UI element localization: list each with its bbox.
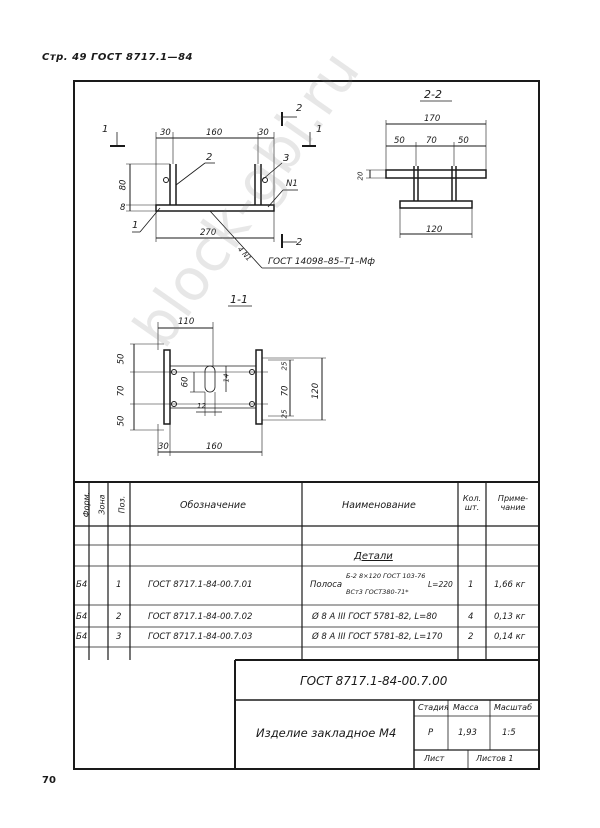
dim-8: 8 — [120, 203, 126, 213]
s22-dim-120: 120 — [426, 225, 443, 235]
title-block-code: ГОСТ 8717.1-84-00.7.00 — [300, 674, 448, 688]
s11-dim-25b: 25 — [280, 409, 289, 419]
section-mark-1-right: 1 — [316, 124, 323, 135]
col-pos: Поз. — [117, 495, 127, 514]
row1-name-top: Б-2 8×120 ГОСТ 103-76 — [346, 572, 426, 580]
s22-dim-50b: 50 — [458, 136, 469, 146]
callout-2: 2 — [206, 152, 213, 163]
s22-dim-50a: 50 — [394, 136, 405, 146]
section-mark-2-bottom: 2 — [296, 237, 303, 248]
row3-designation: ГОСТ 8717.1-84-00.7.03 — [148, 632, 253, 642]
row2-designation: ГОСТ 8717.1-84-00.7.02 — [148, 612, 253, 622]
drawing-frame — [73, 80, 540, 770]
spec-table-grid — [73, 481, 540, 770]
title-block-mass-label: Масса — [453, 703, 479, 712]
page-number: 70 — [42, 775, 56, 786]
col-note: Приме-чание — [497, 494, 529, 512]
s11-dim-110: 110 — [178, 317, 195, 327]
title-block-product: Изделие закладное М4 — [256, 726, 397, 740]
callout-3: 3 — [283, 153, 290, 164]
row1-pos: 1 — [116, 580, 122, 590]
row3-pos: 3 — [116, 632, 122, 642]
row3-qty: 2 — [468, 632, 474, 642]
dim-30b: 30 — [258, 128, 269, 138]
title-block-sheet-label: Лист — [424, 754, 445, 763]
dim-80: 80 — [118, 179, 129, 191]
s22-dim-20: 20 — [356, 171, 365, 181]
title-block-scale: 1:5 — [502, 728, 516, 738]
s11-dim-120: 120 — [311, 382, 322, 400]
s11-dim-70r: 70 — [280, 385, 291, 397]
row1-format: Б4 — [76, 580, 88, 590]
col-designation: Обозначение — [180, 500, 246, 511]
col-qty: Кол. шт. — [462, 494, 482, 512]
s11-dim-160: 160 — [206, 442, 223, 452]
s11-dim-14: 14 — [222, 373, 231, 383]
section-2-2 — [366, 100, 487, 238]
s11-dim-50a: 50 — [116, 353, 127, 365]
row2-pos: 2 — [116, 612, 122, 622]
row2-name: Ø 8 А III ГОСТ 5781-82, L=80 — [312, 612, 438, 622]
row3-name: Ø 8 А III ГОСТ 5781-82, L=170 — [312, 632, 443, 642]
row1-name-suffix: L=220 — [428, 580, 453, 589]
col-name: Наименование — [342, 500, 416, 511]
section-1-1 — [130, 305, 326, 456]
dim-30a: 30 — [160, 128, 171, 138]
s11-dim-50b: 50 — [116, 415, 127, 427]
row2-note: 0,13 кг — [494, 612, 526, 622]
dim-270: 270 — [200, 228, 217, 238]
title-block-scale-label: Масштаб — [494, 703, 533, 712]
row2-format: Б4 — [76, 612, 88, 622]
s11-dim-25a: 25 — [280, 361, 289, 371]
callout-1: 1 — [132, 220, 139, 231]
section-mark-2-top: 2 — [296, 103, 303, 114]
title-block-stage: Р — [428, 728, 434, 738]
col-zone: Зона — [97, 494, 107, 515]
callout-n1: N1 — [286, 179, 298, 189]
s11-dim-30: 30 — [158, 442, 169, 452]
s22-dim-70: 70 — [426, 136, 437, 146]
section-details-title: Детали — [354, 551, 393, 562]
front-view — [110, 112, 350, 269]
s11-dim-60: 60 — [180, 376, 191, 388]
dim-160: 160 — [206, 128, 223, 138]
row1-designation: ГОСТ 8717.1-84-00.7.01 — [148, 580, 253, 590]
section-1-1-title: 1-1 — [230, 293, 248, 306]
s11-dim-12: 12 — [197, 402, 206, 410]
title-block-stage-label: Стадия — [418, 703, 449, 712]
row3-note: 0,14 кг — [494, 632, 526, 642]
s22-dim-170: 170 — [424, 114, 441, 124]
row1-qty: 1 — [468, 580, 474, 590]
row1-note: 1,66 кг — [494, 580, 526, 590]
page-header: Стр. 49 ГОСТ 8717.1—84 — [42, 52, 193, 63]
row3-format: Б4 — [76, 632, 88, 642]
row2-qty: 4 — [468, 612, 474, 622]
weld-spec: ГОСТ 14098–85–Т1–Мф — [268, 257, 376, 267]
title-block-mass: 1,93 — [458, 728, 477, 738]
section-mark-1-left: 1 — [102, 124, 109, 135]
s11-dim-70: 70 — [116, 385, 127, 397]
section-2-2-title: 2-2 — [424, 88, 442, 101]
col-format: Форм. — [82, 491, 92, 518]
row1-name-bottom: ВСт3 ГОСТ380-71* — [346, 588, 409, 596]
title-block-sheets-label: Листов 1 — [476, 754, 514, 763]
row1-name-prefix: Полоса — [310, 580, 343, 590]
